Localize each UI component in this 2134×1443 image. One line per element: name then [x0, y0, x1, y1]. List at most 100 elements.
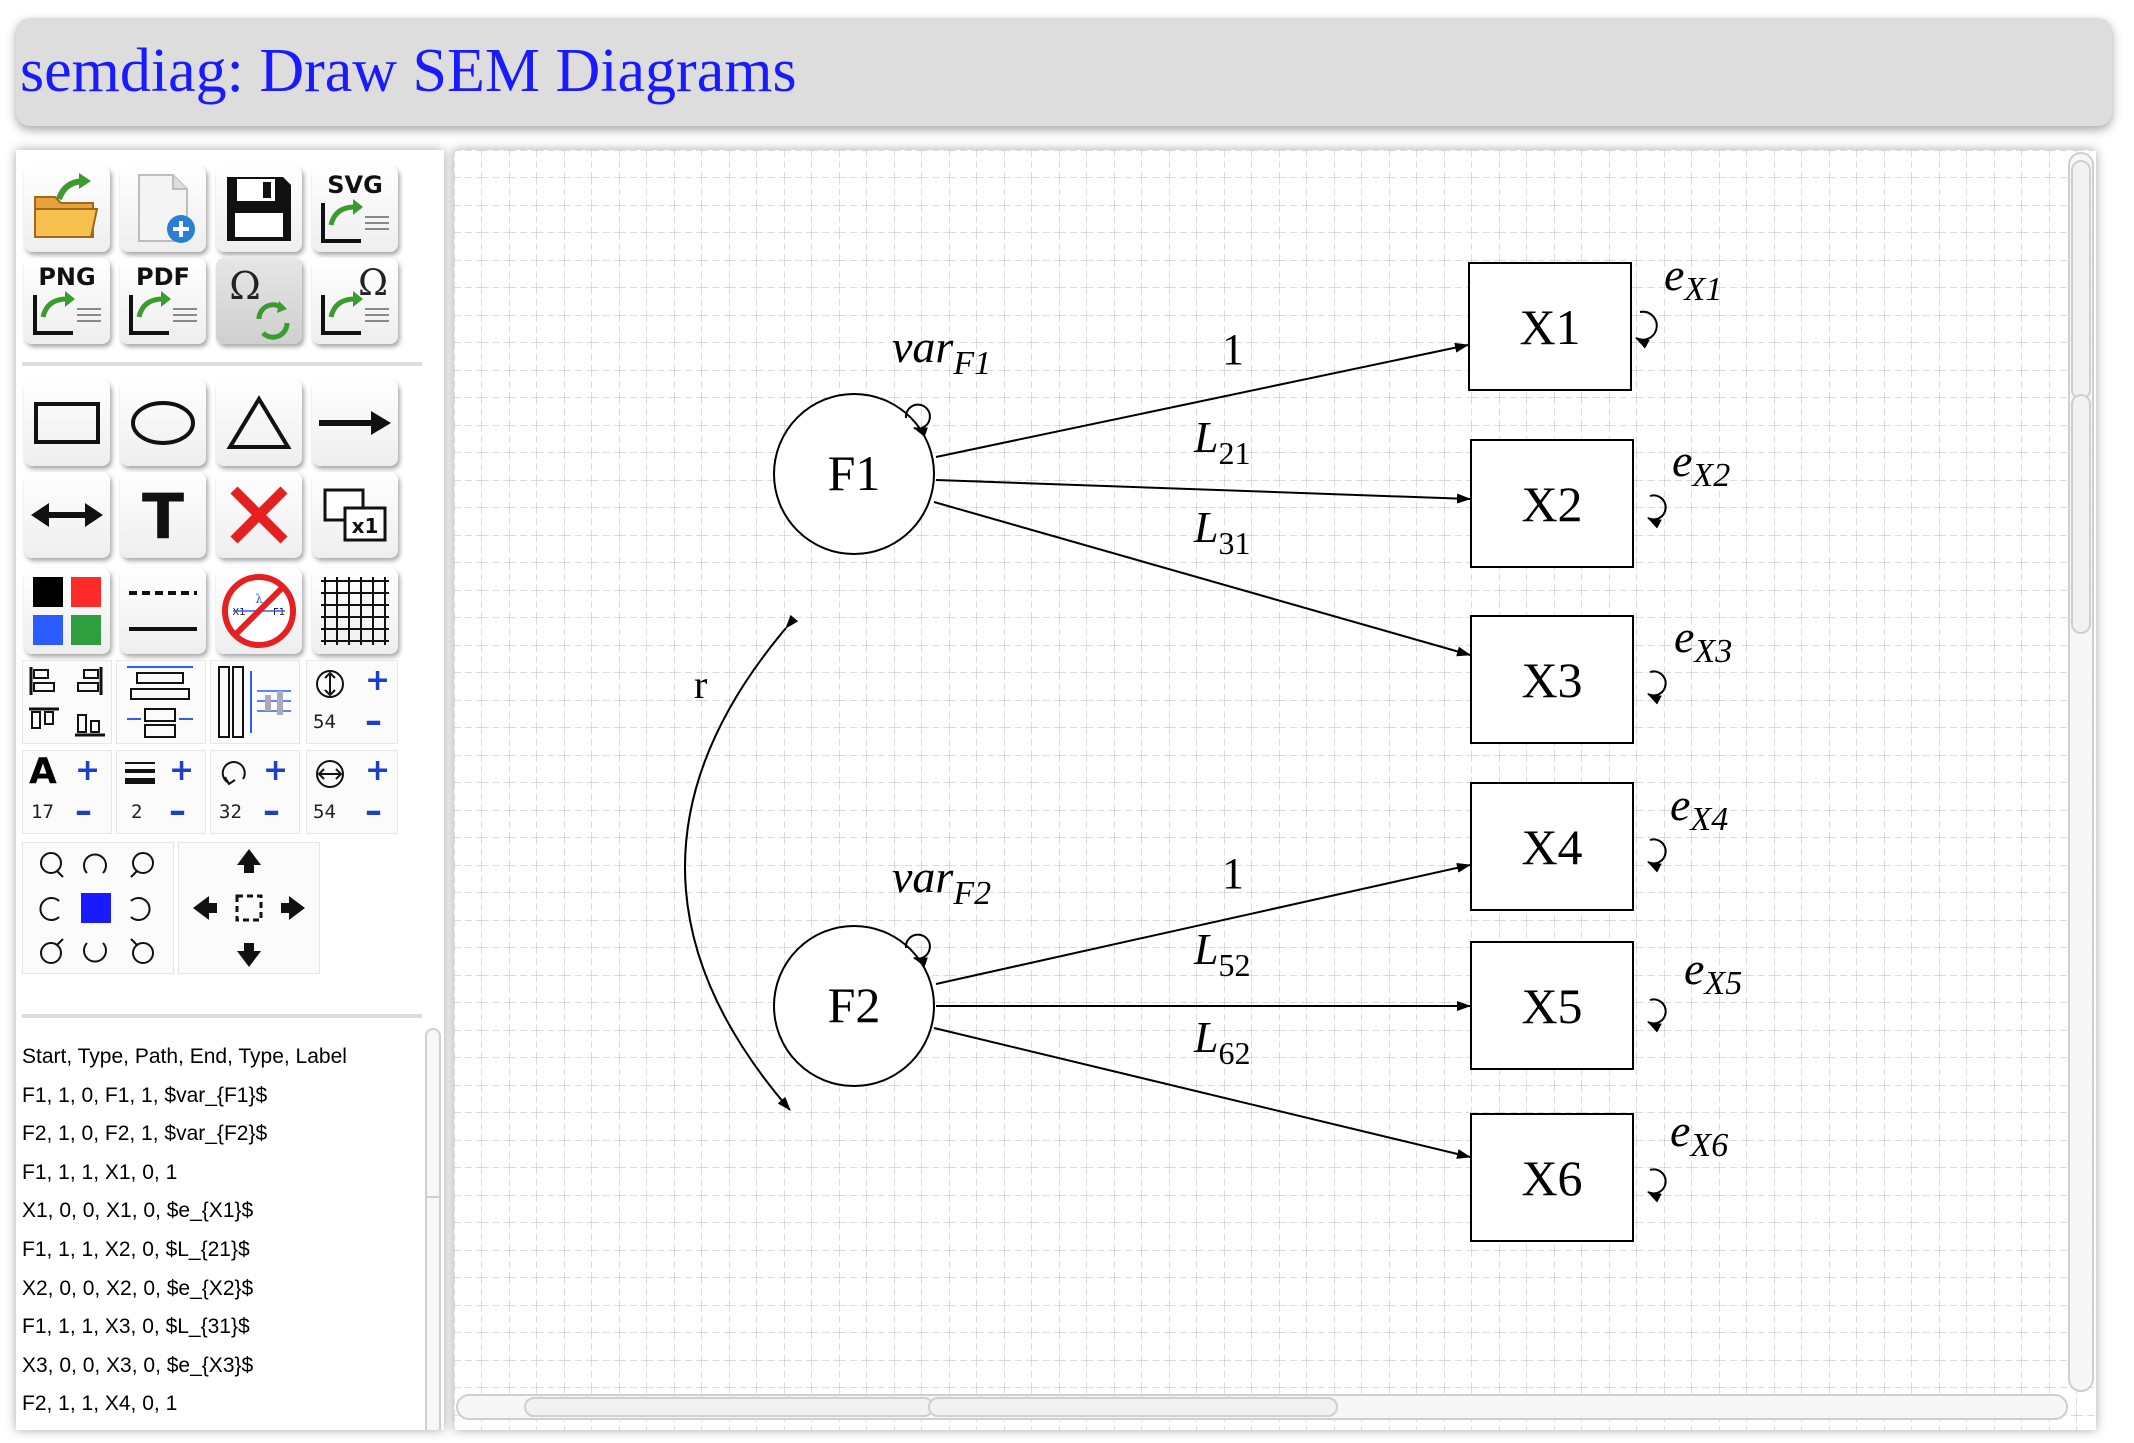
- export-pdf-button[interactable]: PDF: [120, 258, 206, 344]
- move-left-icon[interactable]: [193, 896, 217, 920]
- scroll-thumb[interactable]: [524, 1397, 934, 1417]
- spacing-h-minus-button[interactable]: –: [365, 791, 382, 831]
- path-table-row: F2, 1, 0, F2, 1, $var_{F2}$: [22, 1122, 268, 1146]
- font-size-plus-button[interactable]: +: [75, 753, 101, 788]
- variance-label: varF1: [892, 321, 991, 382]
- path-label: 1: [1222, 849, 1244, 898]
- save-file-button[interactable]: [216, 166, 302, 252]
- text-tool-button[interactable]: T: [120, 472, 206, 558]
- align-top-icon[interactable]: [29, 707, 59, 729]
- two-way-arrow-button[interactable]: [24, 472, 110, 558]
- color-swatch-red[interactable]: [71, 577, 101, 607]
- path-F1-X2[interactable]: [935, 479, 1471, 504]
- red-x-icon: [230, 486, 288, 544]
- scroll-thumb[interactable]: [2071, 160, 2091, 400]
- svg-text:X3: X3: [1521, 652, 1582, 708]
- export-omega-icon: Ω: [321, 263, 389, 335]
- path-F2-X6[interactable]: [933, 1027, 1471, 1159]
- svg-text:X1: X1: [1519, 299, 1580, 355]
- align-right-icon[interactable]: [77, 667, 103, 695]
- path-table-row: X3, 0, 0, X3, 0, $e_{X3}$: [22, 1353, 254, 1377]
- duplicate-button[interactable]: x1: [312, 472, 398, 558]
- diagram-canvas[interactable]: r 1 L21 L31 1 L52 L62 F1 varF1 F2: [454, 150, 2096, 1430]
- align-bottom-icon[interactable]: [75, 714, 105, 737]
- canvas-horizontal-scrollbar[interactable]: [456, 1394, 2068, 1420]
- color-swatch-black[interactable]: [33, 577, 63, 607]
- font-size-minus-button[interactable]: –: [75, 791, 92, 831]
- color-picker[interactable]: [24, 568, 110, 654]
- observed-node-X4[interactable]: X4 eX4: [1470, 779, 1728, 911]
- loop-bottom-icon[interactable]: [83, 942, 107, 963]
- divider: [22, 362, 422, 366]
- color-swatch-blue[interactable]: [33, 615, 63, 645]
- rectangle-tool-button[interactable]: [24, 380, 110, 466]
- covariance-path[interactable]: [684, 614, 799, 1111]
- one-way-arrow-button[interactable]: [312, 380, 398, 466]
- line-style-button[interactable]: [120, 568, 206, 654]
- scroll-thumb[interactable]: [2071, 394, 2091, 634]
- svg-text:F2: F2: [828, 977, 881, 1033]
- observed-node-X1[interactable]: X1 eX1: [1468, 249, 1722, 391]
- export-math-button[interactable]: Ω: [312, 258, 398, 344]
- export-png-button[interactable]: PNG: [24, 258, 110, 344]
- latent-node-F1[interactable]: F1 varF1: [773, 321, 991, 555]
- observed-node-X2[interactable]: X2 eX2: [1470, 435, 1730, 568]
- new-file-button[interactable]: [120, 166, 206, 252]
- observed-node-X6[interactable]: X6 eX6: [1470, 1105, 1728, 1242]
- spacing-v-plus-button[interactable]: +: [365, 663, 391, 698]
- error-label: eX1: [1664, 249, 1722, 308]
- center-align-button[interactable]: [116, 660, 206, 744]
- spacing-h-plus-button[interactable]: +: [365, 753, 391, 788]
- distribute-icon: [218, 666, 291, 738]
- loop-size-minus-button[interactable]: –: [263, 791, 280, 831]
- loop-size-plus-button[interactable]: +: [263, 753, 289, 788]
- svg-text:X1: X1: [232, 607, 245, 618]
- ellipse-tool-button[interactable]: [120, 380, 206, 466]
- align-left-icon[interactable]: [29, 667, 55, 695]
- loop-bottom-right-icon[interactable]: [130, 938, 154, 964]
- open-file-button[interactable]: [24, 166, 110, 252]
- math-render-button[interactable]: Ω: [216, 258, 302, 344]
- triangle-tool-button[interactable]: [216, 380, 302, 466]
- spacing-v-minus-button[interactable]: –: [365, 701, 382, 741]
- error-label: eX3: [1674, 611, 1732, 670]
- color-swatch-green[interactable]: [71, 615, 101, 645]
- loop-center-selected[interactable]: [81, 893, 111, 923]
- loop-top-right-icon[interactable]: [130, 852, 154, 878]
- line-width-value: 2: [131, 801, 143, 823]
- loop-top-left-icon[interactable]: [40, 852, 64, 878]
- path-F1-X3[interactable]: [933, 501, 1471, 657]
- spacing-v-control: + 54 –: [306, 660, 398, 744]
- observed-node-X5[interactable]: X5 eX5: [1470, 941, 1742, 1070]
- svg-text:PDF: PDF: [136, 263, 190, 291]
- line-width-minus-button[interactable]: –: [169, 791, 186, 831]
- move-down-icon[interactable]: [237, 943, 261, 967]
- loop-left-icon[interactable]: [39, 897, 60, 921]
- move-right-icon[interactable]: [281, 896, 305, 920]
- save-disk-icon: [227, 177, 291, 241]
- distribute-button[interactable]: [210, 660, 300, 744]
- listing-scrollbar[interactable]: [425, 1028, 441, 1430]
- export-svg-button[interactable]: SVG: [312, 166, 398, 252]
- delete-button[interactable]: [216, 472, 302, 558]
- triangle-icon: [226, 395, 292, 449]
- path-table-text[interactable]: Start, Type, Path, End, Type, Label F1, …: [22, 1038, 422, 1424]
- line-width-control: + 2 –: [116, 750, 206, 834]
- loop-bottom-left-icon[interactable]: [40, 938, 64, 964]
- scroll-thumb[interactable]: [928, 1397, 1338, 1417]
- loop-right-icon[interactable]: [130, 897, 151, 921]
- canvas-grid: [454, 150, 2096, 1430]
- latent-node-F2[interactable]: F2 varF2: [773, 851, 991, 1087]
- move-up-icon[interactable]: [237, 849, 261, 873]
- align-group: [22, 660, 112, 744]
- grid-toggle-button[interactable]: [312, 568, 398, 654]
- error-label: eX5: [1684, 943, 1742, 1002]
- path-F1-X1[interactable]: [935, 342, 1469, 458]
- line-width-plus-button[interactable]: +: [169, 753, 195, 788]
- no-math-button[interactable]: X1 F1 λ: [216, 568, 302, 654]
- canvas-vertical-scrollbar[interactable]: [2068, 152, 2094, 1392]
- loop-top-icon[interactable]: [83, 853, 107, 874]
- observed-node-X3[interactable]: X3 eX3: [1470, 611, 1732, 744]
- path-F2-X4[interactable]: [935, 862, 1471, 985]
- line-width-icon: [125, 762, 155, 784]
